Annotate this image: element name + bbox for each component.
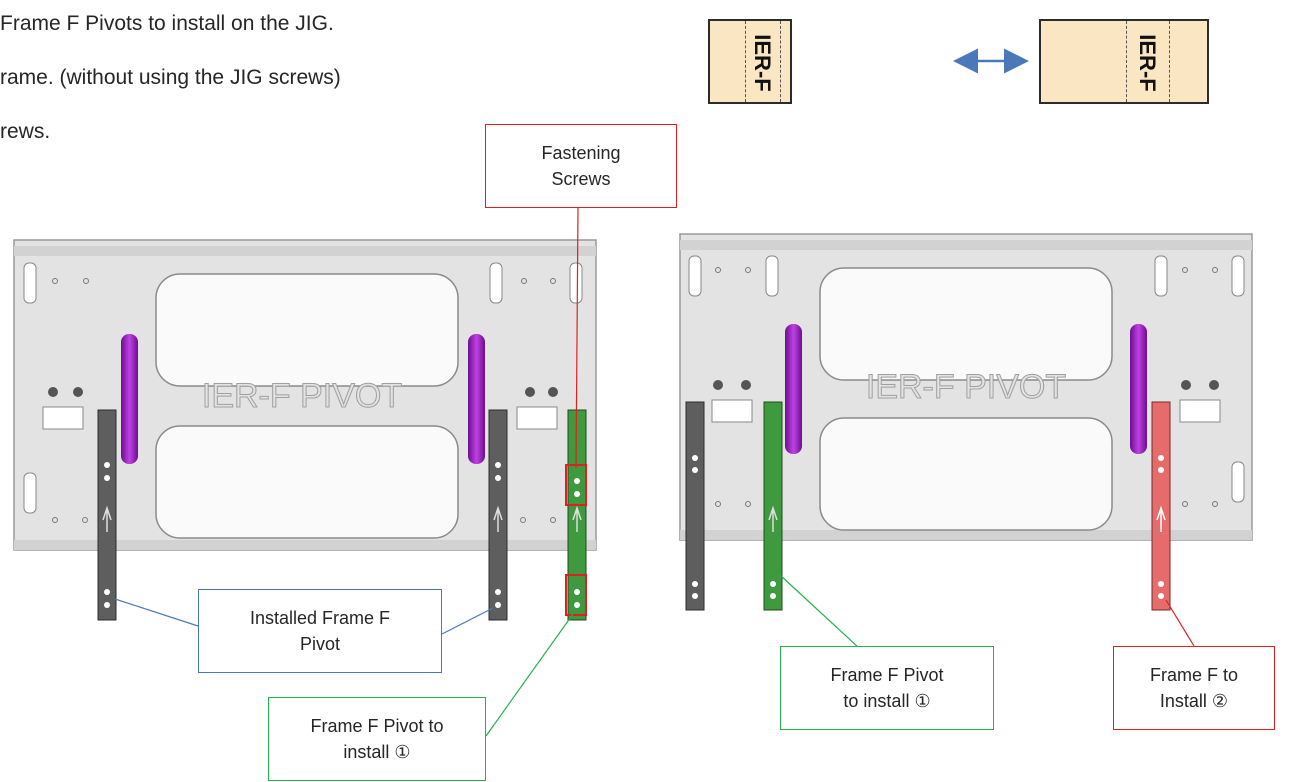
instruction-line-2: rame. (without using the JIG screws)	[0, 66, 341, 89]
jig-plate-left: IER-F PIVOT	[13, 239, 597, 551]
callout-pivot-install-left-text: Frame F Pivot to install ①	[310, 716, 444, 762]
pivot-to-install-right	[763, 401, 783, 611]
purple-handle-right-b	[1130, 324, 1147, 454]
callout-frame-f-install: Frame F to Install ②	[1113, 646, 1275, 730]
callout-fastening-screws: Fastening Screws	[485, 124, 677, 208]
screw-highlight-bottom	[565, 574, 587, 616]
callout-pivot-install-right-text: Frame F Pivot to install ①	[830, 665, 944, 711]
installed-pivot-left-2	[488, 409, 508, 621]
frame-f-to-install	[1151, 401, 1171, 611]
purple-handle-left-b	[468, 334, 485, 464]
jig-engraving-right: IER-F PIVOT	[866, 368, 1066, 406]
callout-frame-f-install-text: Frame F to Install ②	[1149, 665, 1238, 711]
orientation-tag-left: IER-F	[708, 19, 792, 104]
orientation-tag-right: IER-F	[1039, 19, 1209, 104]
purple-handle-right-a	[785, 324, 802, 454]
installed-pivot-left-1	[97, 409, 117, 621]
callout-fastening-screws-text: Fastening Screws	[541, 143, 621, 189]
instruction-line-3: rews.	[0, 120, 51, 143]
jig-engraving-left: IER-F PIVOT	[202, 377, 402, 415]
callout-installed-pivot-text: Installed Frame F Pivot	[249, 608, 391, 654]
callout-pivot-install-left: Frame F Pivot to install ①	[268, 697, 486, 781]
callout-pivot-install-right: Frame F Pivot to install ①	[780, 646, 994, 730]
instruction-line-1: Frame F Pivots to install on the JIG.	[0, 12, 334, 35]
purple-handle-left-a	[121, 334, 138, 464]
installed-pivot-right	[685, 401, 705, 611]
pivot-to-install-left	[567, 409, 587, 621]
callout-installed-pivot: Installed Frame F Pivot	[198, 589, 442, 673]
